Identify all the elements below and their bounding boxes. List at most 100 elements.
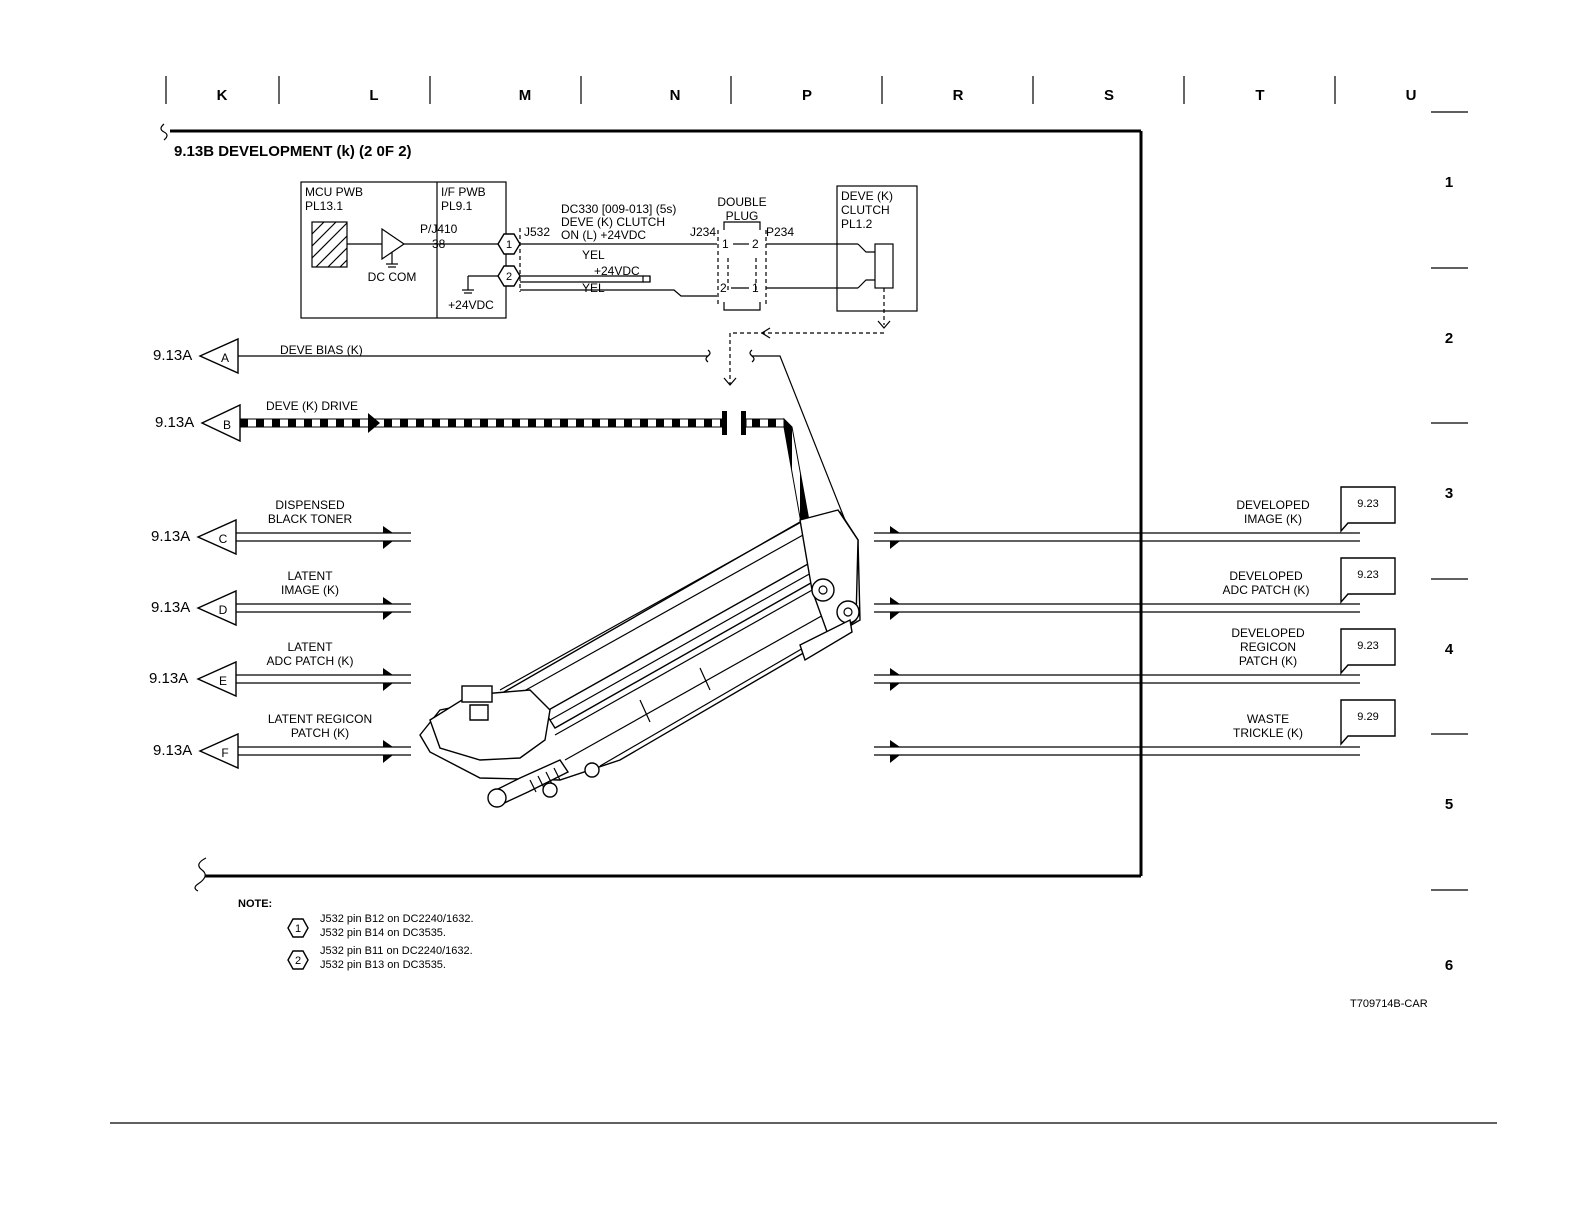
- output-label: PATCH (K): [1239, 654, 1297, 668]
- output-label: DEVELOPED: [1231, 626, 1305, 640]
- row-header: 1 2 3 4 5 6: [1431, 111, 1468, 974]
- if-pwb-ref: PL9.1: [441, 199, 473, 213]
- note-2-hexagon: [287, 950, 309, 970]
- row-label: 3: [1445, 485, 1453, 502]
- output-label: ADC PATCH (K): [1223, 583, 1310, 597]
- output-label: REGICON: [1240, 640, 1296, 654]
- output-label: DEVELOPED: [1229, 569, 1303, 583]
- output-label: DEVELOPED: [1236, 498, 1310, 512]
- output-label: TRICKLE (K): [1233, 726, 1303, 740]
- input-label: ADC PATCH (K): [267, 654, 354, 668]
- output-ref: 9.23: [1357, 498, 1378, 510]
- output-waste-trickle: WASTE TRICKLE (K) 9.29: [874, 699, 1396, 763]
- input-label: DISPENSED: [275, 498, 345, 512]
- deve-clutch-name: CLUTCH: [841, 203, 890, 217]
- column-label: U: [1406, 87, 1417, 104]
- double-plug-label: DOUBLE: [717, 195, 766, 209]
- clutch-coil-icon: [874, 243, 894, 289]
- figure-id: T709714B-CAR: [1350, 998, 1428, 1010]
- output-ref-flag: [1340, 486, 1396, 533]
- port-letter: F: [221, 746, 228, 760]
- clutch-harness: J532 DC330 [009-013] (5s) DEVE (K) CLUTC…: [519, 195, 858, 311]
- output-ref: 9.23: [1357, 640, 1378, 652]
- p234-label: P234: [766, 225, 794, 239]
- input-e-latent-adc-patch: 9.13A E LATENT ADC PATCH (K): [149, 640, 411, 698]
- hatch-icon: [311, 221, 348, 268]
- column-label: R: [953, 87, 964, 104]
- j532-label: J532: [524, 225, 550, 239]
- input-label: LATENT: [287, 569, 333, 583]
- double-plug-label: PLUG: [726, 209, 759, 223]
- port-e-triangle: [196, 660, 237, 698]
- input-f-latent-regicon-patch: 9.13A F LATENT REGICON PATCH (K): [153, 712, 411, 770]
- clutch-mechanical-link: [723, 327, 884, 386]
- wire-color-label: YEL: [582, 248, 605, 262]
- input-label: LATENT: [287, 640, 333, 654]
- output-ref-flag: [1340, 699, 1396, 746]
- plug-pin-2: 2: [752, 237, 759, 251]
- gear-icon: [836, 600, 860, 624]
- output-developed-image: DEVELOPED IMAGE (K) 9.23: [874, 486, 1396, 549]
- input-label: DEVE (K) DRIVE: [266, 399, 358, 413]
- note-1-hexagon: [287, 918, 309, 938]
- input-label: BLACK TONER: [268, 512, 353, 526]
- row-label: 6: [1445, 957, 1453, 974]
- output-label: IMAGE (K): [1244, 512, 1302, 526]
- plug-pin-1: 1: [752, 281, 759, 295]
- column-label: S: [1104, 87, 1114, 104]
- diagram-title: 9.13B DEVELOPMENT (k) (2 0F 2): [174, 143, 412, 160]
- output-ref: 9.29: [1357, 711, 1378, 723]
- input-ref: 9.13A: [149, 670, 188, 687]
- input-b-deve-drive: 9.13A B DEVE (K) DRIVE: [155, 399, 819, 575]
- input-ref: 9.13A: [153, 347, 192, 364]
- output-developed-regicon-patch: DEVELOPED REGICON PATCH (K) 9.23: [874, 626, 1396, 691]
- port-a-triangle: [198, 337, 239, 375]
- ground-icon: [386, 263, 398, 268]
- input-ref: 9.13A: [151, 599, 190, 616]
- mcu-pwb-label: MCU PWB: [305, 185, 363, 199]
- note-heading: NOTE:: [238, 898, 272, 910]
- row-label: 2: [1445, 330, 1453, 347]
- pj410-label: P/J410: [420, 222, 458, 236]
- output-label: WASTE: [1247, 712, 1289, 726]
- dc330-clutch-label: DEVE (K) CLUTCH: [561, 215, 665, 229]
- port-c-triangle: [196, 518, 237, 556]
- if-pwb-label: I/F PWB: [441, 185, 486, 199]
- plug-pin-1: 1: [722, 237, 729, 251]
- input-label: IMAGE (K): [281, 583, 339, 597]
- deve-clutch-name: DEVE (K): [841, 189, 893, 203]
- port-letter: D: [219, 603, 228, 617]
- wire-color-label: YEL: [582, 281, 605, 295]
- deve-clutch-ref: PL1.2: [841, 217, 873, 231]
- output-developed-adc-patch: DEVELOPED ADC PATCH (K) 9.23: [874, 557, 1396, 620]
- column-label: N: [670, 87, 681, 104]
- input-ref: 9.13A: [151, 528, 190, 545]
- column-label: K: [217, 87, 228, 104]
- driver-triangle-icon: [381, 227, 406, 261]
- column-label: L: [369, 87, 378, 104]
- input-a-deve-bias: 9.13A A DEVE BIAS (K): [153, 337, 846, 521]
- note-2-line2: J532 pin B13 on DC3535.: [320, 959, 446, 971]
- section-frame: [160, 123, 1143, 892]
- port-letter: E: [219, 674, 227, 688]
- dc330-signal-label: ON (L) +24VDC: [561, 228, 646, 242]
- j234-label: J234: [690, 225, 716, 239]
- port-f-triangle: [198, 732, 239, 770]
- pin-2-number: 2: [506, 271, 512, 283]
- plus24-supply-label: +24VDC: [448, 298, 494, 312]
- row-label: 1: [1445, 174, 1453, 191]
- input-ref: 9.13A: [153, 742, 192, 759]
- mcu-pwb-ref: PL13.1: [305, 199, 343, 213]
- note-1-line1: J532 pin B12 on DC2240/1632.: [320, 913, 474, 925]
- row-label: 5: [1445, 796, 1453, 813]
- plug-pin-2: 2: [720, 281, 727, 295]
- input-ref: 9.13A: [155, 414, 194, 431]
- deve-clutch-box: DEVE (K) CLUTCH PL1.2: [836, 185, 918, 329]
- pin-38-label: 38: [432, 237, 446, 251]
- port-letter: A: [221, 351, 229, 365]
- column-header: K L M N P R S T U: [165, 76, 1417, 104]
- ground-icon: [462, 289, 474, 294]
- output-ref: 9.23: [1357, 569, 1378, 581]
- input-d-latent-image: 9.13A D LATENT IMAGE (K): [151, 569, 411, 627]
- output-ref-flag: [1340, 628, 1396, 675]
